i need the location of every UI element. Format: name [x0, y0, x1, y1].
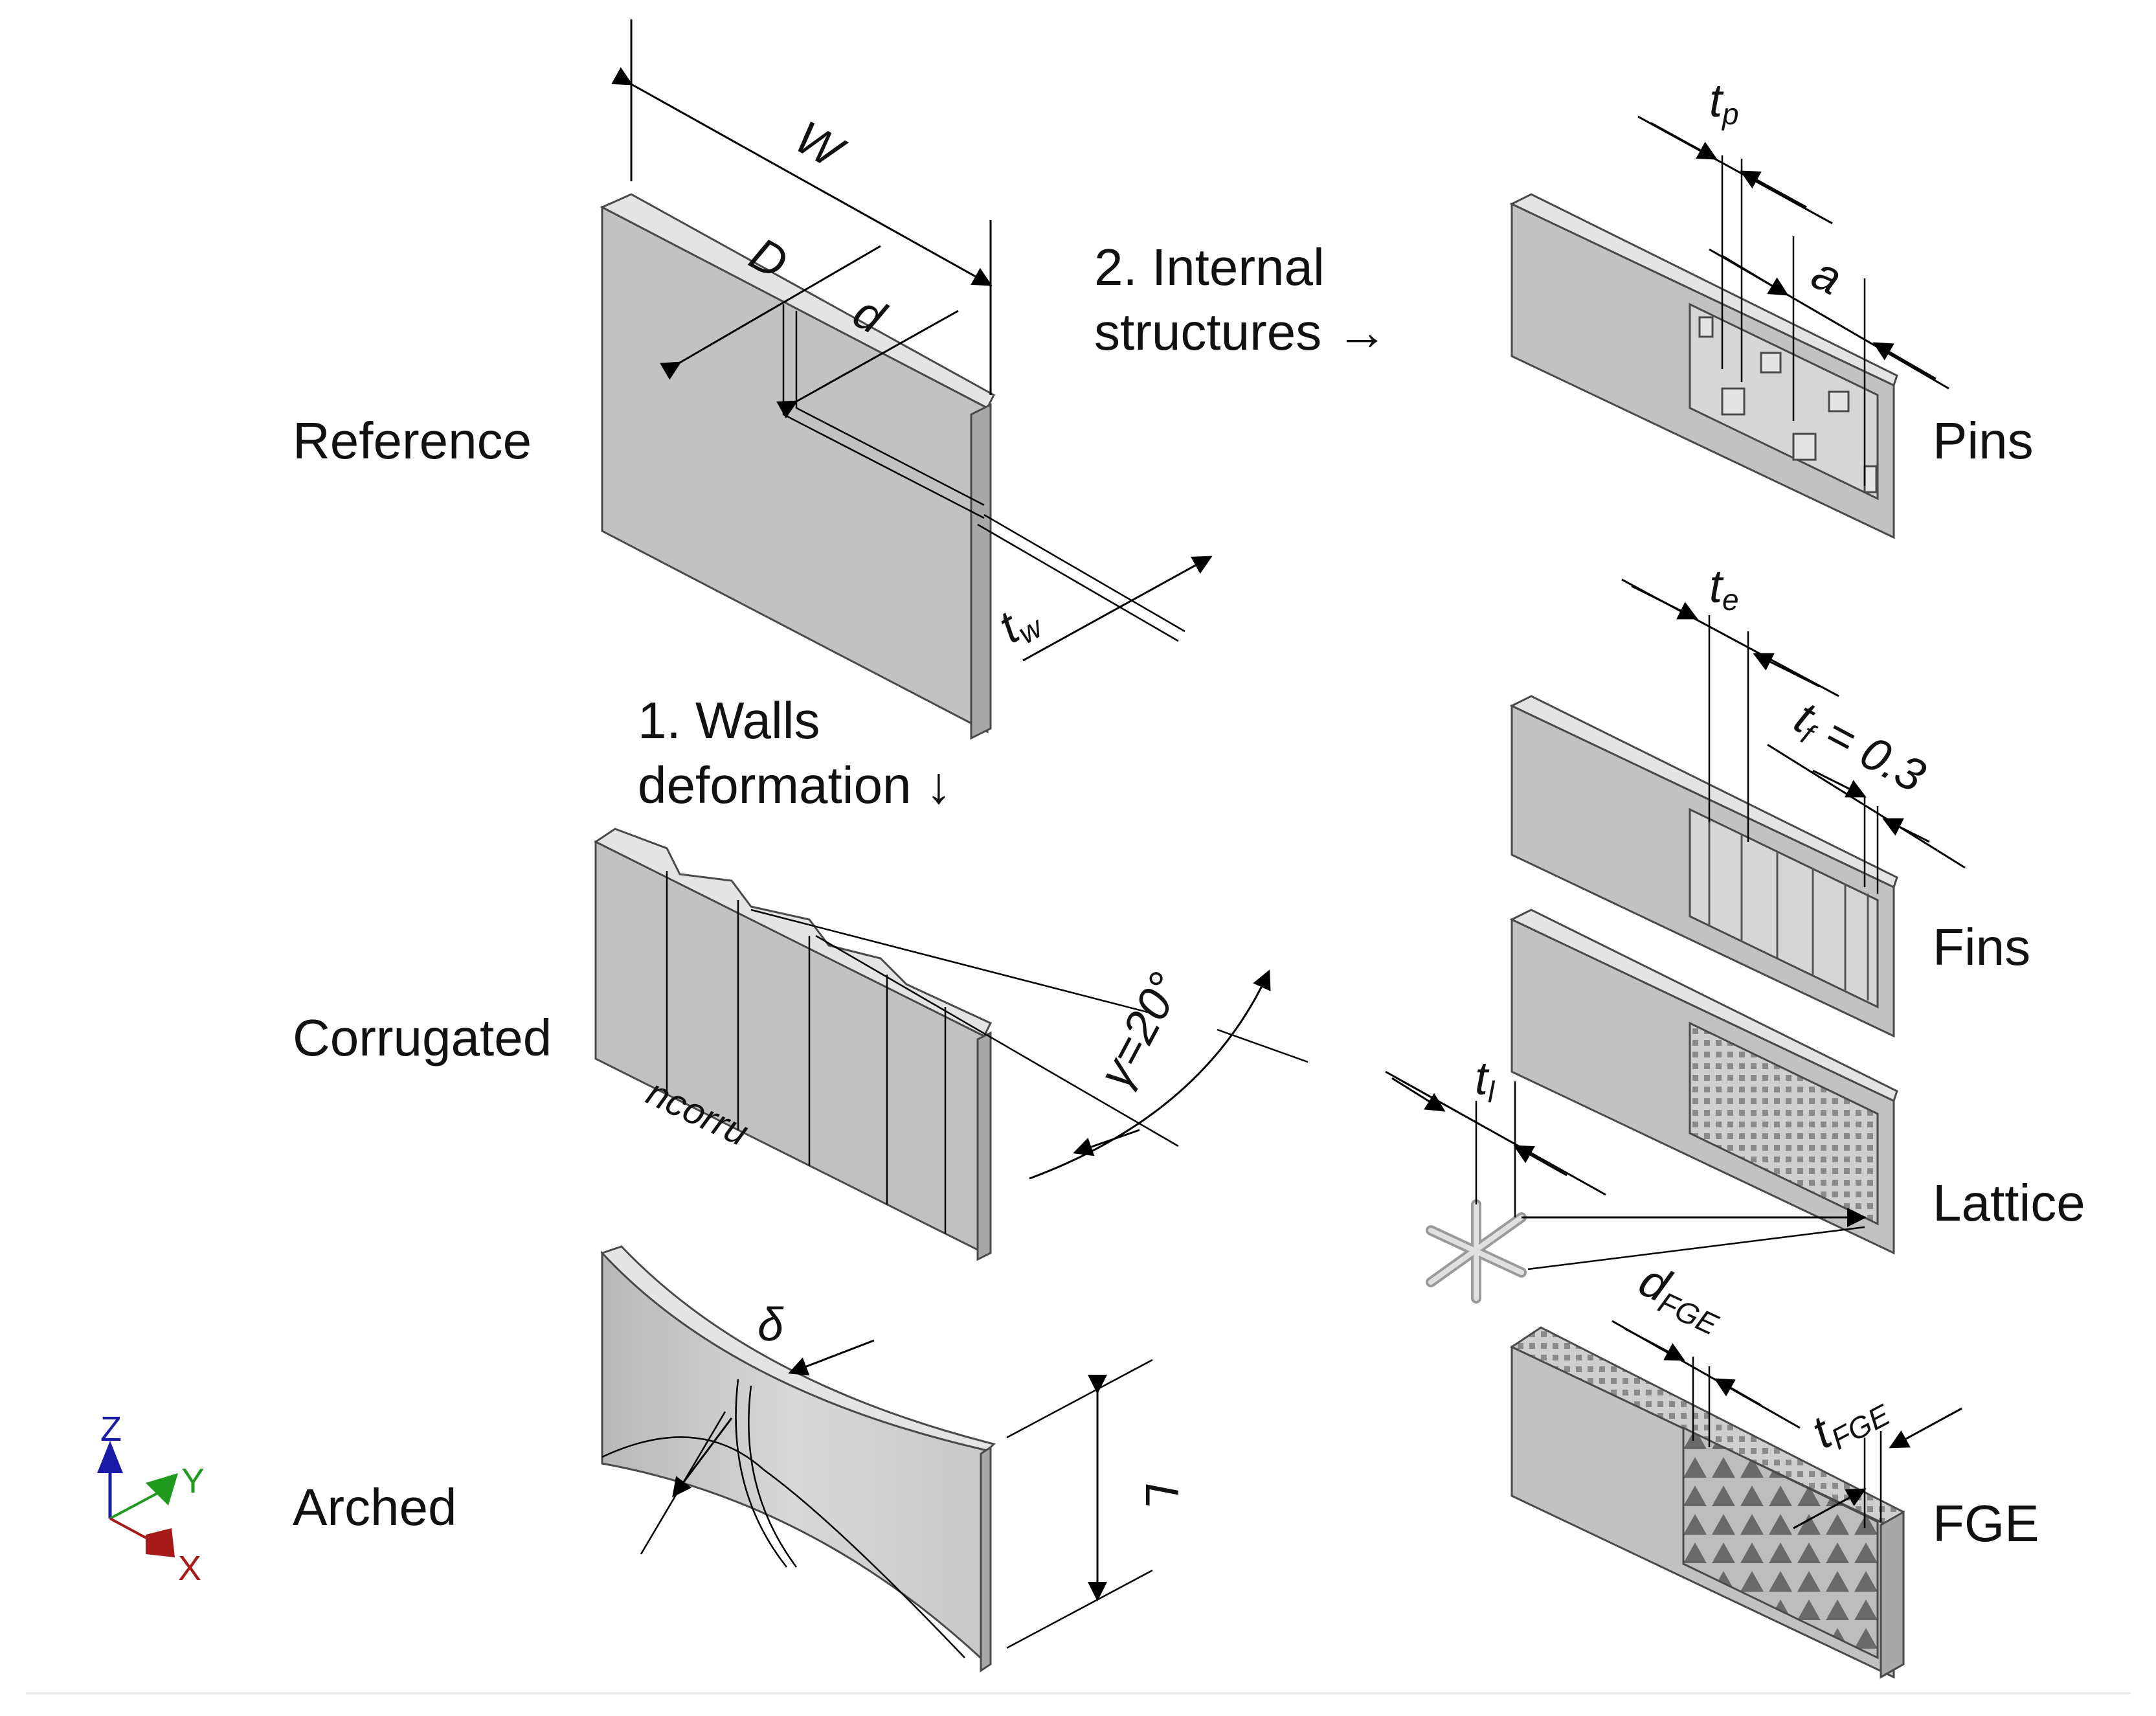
dim-delta: δ — [640, 1299, 875, 1555]
pin — [1698, 316, 1714, 338]
corrugated-side-face — [976, 1031, 992, 1261]
label-pins: Pins — [1933, 412, 2034, 469]
pins-model — [1509, 193, 1898, 539]
dim-delta-label: δ — [758, 1299, 784, 1351]
dim-tf-label: tf = 0.3 — [1784, 692, 1933, 806]
label-internal-structures-2: structures → — [1094, 303, 1387, 361]
y-axis-icon — [146, 1473, 178, 1506]
dim-te-label: te — [1709, 561, 1739, 616]
label-fins: Fins — [1933, 918, 2030, 976]
z-axis-icon — [97, 1441, 123, 1473]
reference-model — [600, 193, 995, 740]
corrugated-top-edge — [594, 828, 993, 1038]
fge-side-face — [1880, 1510, 1905, 1679]
dim-a-label: a — [1804, 247, 1850, 305]
arched-front-face — [601, 1250, 989, 1667]
fins-model — [1509, 695, 1898, 1038]
pins-top-face — [1509, 193, 1898, 387]
fge-cavity — [1682, 1426, 1879, 1660]
label-internal-structures-1: 2. Internal — [1094, 238, 1325, 296]
dim-tp-label: tp — [1709, 75, 1739, 131]
fins-cavity — [1689, 807, 1879, 1009]
pin — [1792, 433, 1817, 461]
pin — [1721, 387, 1746, 416]
dim-te: te — [1621, 561, 1839, 842]
label-arched: Arched — [293, 1478, 456, 1536]
lattice-cavity — [1689, 1021, 1879, 1226]
label-walls-deformation-2: deformation ↓ — [638, 756, 952, 814]
pins-cavity — [1689, 302, 1879, 501]
lattice-unit-cell — [1426, 1199, 1527, 1304]
dim-tl: tl — [1385, 1053, 1867, 1270]
corrugated-front-face — [594, 840, 985, 1255]
dim-tw-label: tw — [990, 591, 1050, 657]
dim-tp: tp — [1637, 75, 1833, 382]
x-axis-icon — [146, 1528, 175, 1557]
fins-top-face — [1509, 695, 1898, 889]
dim-W-label: W — [787, 111, 854, 180]
dim-gamma-label: γ=20° — [1089, 965, 1191, 1096]
fge-model — [1509, 1326, 1905, 1679]
dim-dFGE-label: dFGE — [1630, 1254, 1733, 1342]
corrugated-model: ncorru — [594, 828, 993, 1261]
dim-L: L — [1006, 1359, 1187, 1649]
pin — [1828, 390, 1850, 412]
label-lattice: Lattice — [1933, 1174, 2085, 1232]
axes-triad: Z Y X — [97, 1410, 205, 1588]
lattice-top-face — [1509, 909, 1898, 1103]
label-corrugated: Corrugated — [293, 1009, 552, 1067]
dim-L-label: L — [1136, 1483, 1187, 1509]
arched-model — [600, 1245, 996, 1673]
reference-side-face — [970, 403, 992, 740]
axis-label-y: Y — [181, 1462, 205, 1500]
axis-label-x: X — [178, 1549, 201, 1588]
dim-tFGE-label: tFGE — [1804, 1378, 1896, 1462]
label-walls-deformation-1: 1. Walls — [638, 692, 820, 749]
dim-tw: tw — [977, 514, 1213, 662]
pin — [1760, 352, 1782, 374]
pin — [1863, 465, 1878, 493]
lattice-model — [1509, 909, 1898, 1255]
label-reference: Reference — [293, 412, 532, 469]
fin-array — [1708, 819, 1869, 1000]
axis-label-z: Z — [100, 1410, 122, 1449]
label-fge: FGE — [1933, 1495, 2039, 1552]
dim-tl-label: tl — [1475, 1053, 1496, 1109]
